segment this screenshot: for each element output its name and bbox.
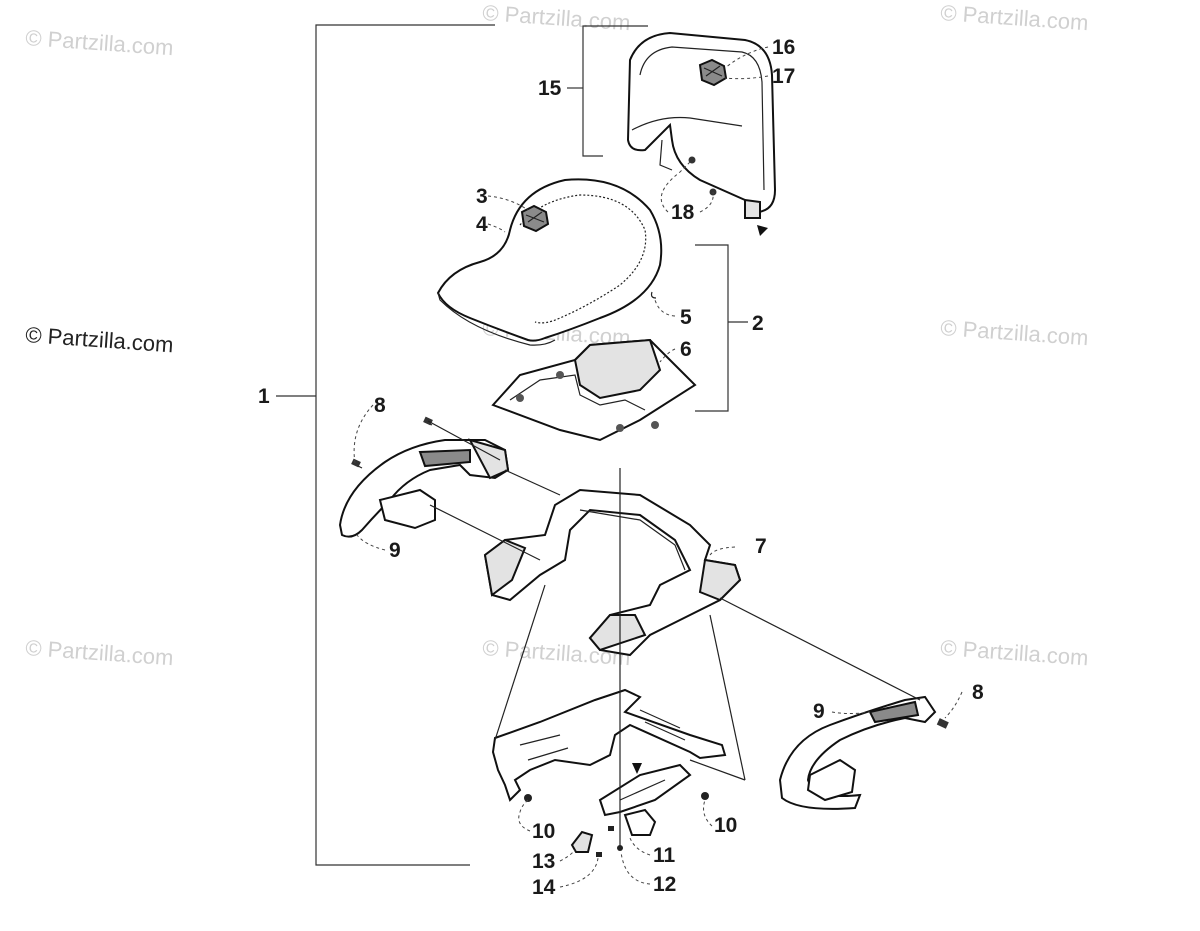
callout-8-upper: 8 — [374, 394, 386, 417]
callout-17: 17 — [772, 65, 795, 88]
watermark-low-right: © Partzilla.com — [940, 635, 1090, 670]
watermark-top-right: © Partzilla.com — [940, 0, 1090, 35]
screw-14 — [596, 852, 602, 857]
clip-5 — [650, 291, 657, 299]
assembly-brackets — [276, 24, 748, 866]
assembly-lines — [427, 420, 921, 848]
callout-labels: 1 2 3 4 5 6 7 8 8 9 9 10 10 11 12 13 14 … — [258, 36, 984, 899]
watermark-mid-left: © Partzilla.com — [25, 322, 175, 357]
watermark-top-center: © Partzilla.com — [482, 0, 632, 35]
arrow-marker-bracket — [632, 763, 642, 774]
callout-1: 1 — [258, 385, 270, 408]
callout-15: 15 — [538, 77, 562, 100]
seat-emblem — [520, 204, 550, 233]
seat-base-hole-4 — [651, 421, 659, 429]
watermark-mid-right: © Partzilla.com — [940, 315, 1090, 350]
callout-12: 12 — [653, 873, 676, 896]
grab-handle-left — [338, 438, 510, 538]
mounting-bracket-part — [491, 688, 727, 836]
bracket-seat-2 — [695, 244, 729, 412]
seat-base-part — [491, 338, 697, 442]
bolt-11 — [608, 826, 614, 831]
callout-2: 2 — [752, 312, 764, 335]
callout-9-lower: 9 — [813, 700, 825, 723]
callout-6: 6 — [680, 338, 692, 361]
callout-11: 11 — [653, 844, 676, 867]
nut-10b — [701, 792, 709, 800]
watermarks: © Partzilla.com © Partzilla.com © Partzi… — [25, 0, 1090, 670]
callout-13: 13 — [532, 850, 555, 873]
callout-4: 4 — [476, 213, 488, 236]
bracket-assembly-1 — [315, 24, 495, 866]
callout-10-right: 10 — [714, 814, 737, 837]
seat-base-hole-1 — [516, 394, 524, 402]
leader-lines — [353, 46, 963, 888]
callout-9-upper: 9 — [389, 539, 401, 562]
grab-handle-right — [778, 695, 937, 810]
callout-7: 7 — [755, 535, 767, 558]
seat-base-hole-2 — [556, 371, 564, 379]
frame-part — [483, 488, 742, 657]
bracket-backrest-15 — [582, 25, 648, 157]
callout-8-lower: 8 — [972, 681, 984, 704]
callout-16: 16 — [772, 36, 795, 59]
nut-10a — [524, 794, 532, 802]
watermark-top-left: © Partzilla.com — [25, 25, 175, 60]
arrow-marker-backrest — [757, 225, 768, 236]
backrest-part — [626, 31, 777, 219]
callout-3: 3 — [476, 185, 488, 208]
callout-10-left: 10 — [532, 820, 555, 843]
callout-14: 14 — [532, 876, 556, 899]
seat-cushion-part — [436, 178, 663, 346]
small-hardware — [524, 792, 709, 857]
seat-base-hole-3 — [616, 424, 624, 432]
watermark-low-left: © Partzilla.com — [25, 635, 175, 670]
clip-13 — [570, 830, 594, 853]
callout-18: 18 — [671, 201, 695, 224]
callout-5: 5 — [680, 306, 692, 329]
